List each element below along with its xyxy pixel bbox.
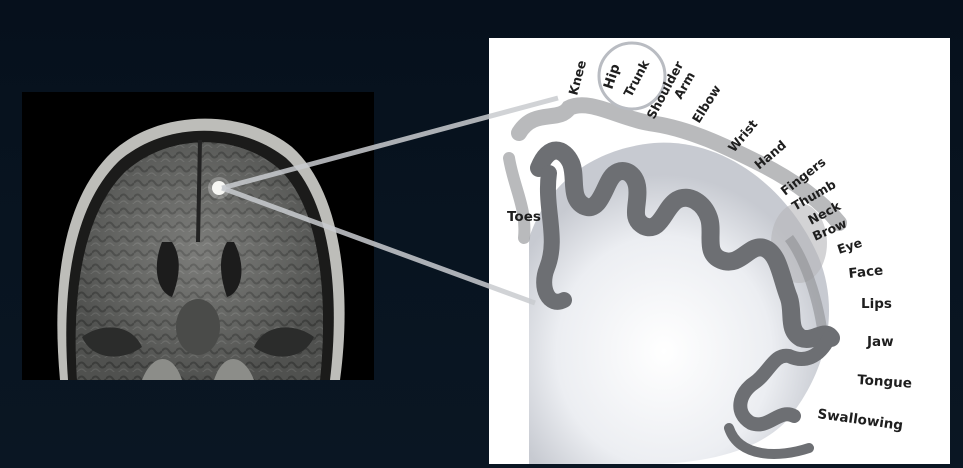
label-lips: Lips (861, 296, 892, 312)
cortex-cross-section: Knee Hip Trunk Shoulder Arm Elbow Wrist … (489, 38, 950, 464)
motor-homunculus-diagram: Knee Hip Trunk Shoulder Arm Elbow Wrist … (489, 38, 950, 464)
label-toes: Toes (507, 209, 541, 225)
mri-brain-drawing (22, 92, 374, 380)
label-jaw: Jaw (866, 334, 894, 350)
cropped-slide-title (0, 0, 963, 16)
mri-coronal-image (22, 92, 374, 380)
